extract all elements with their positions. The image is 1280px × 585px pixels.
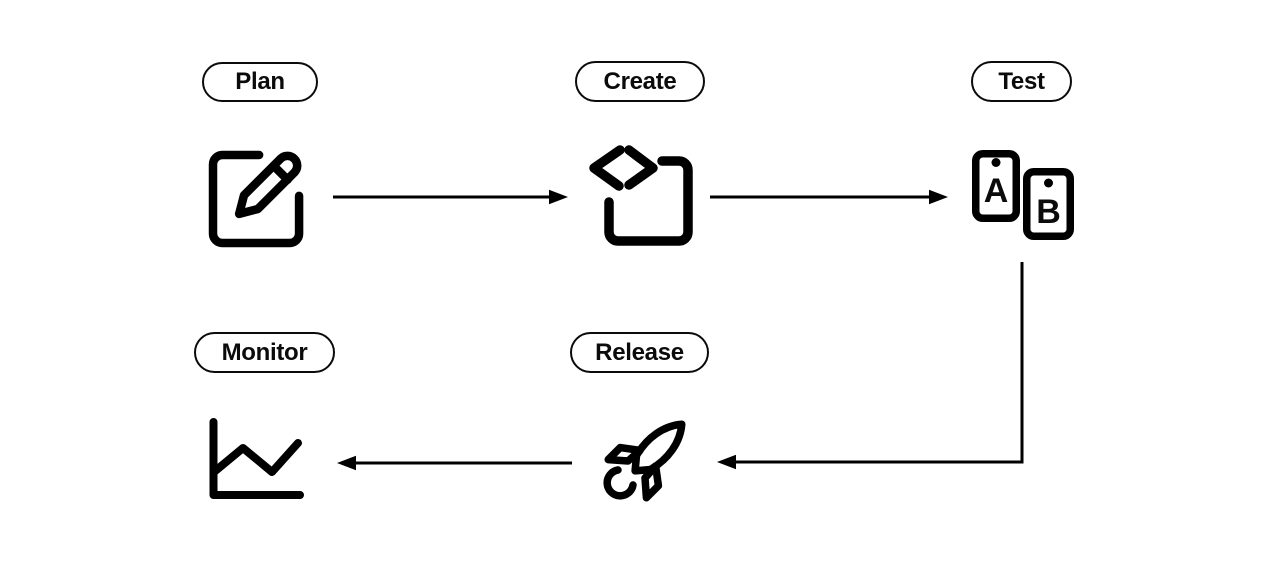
variant-a-label: A <box>984 172 1009 210</box>
rocket-icon <box>603 420 686 502</box>
edit-square-icon <box>208 150 304 248</box>
arrow-create-to-test <box>710 189 948 205</box>
variant-a-dot <box>991 158 1001 167</box>
stage-label-monitor: Monitor <box>194 332 335 373</box>
variant-b-card <box>1023 168 1074 240</box>
ab-test-cards-icon: A B <box>972 150 1074 240</box>
variant-a-card <box>972 150 1020 222</box>
code-square-icon <box>589 145 693 246</box>
stage-label-text: Create <box>603 67 677 95</box>
rocket-exhaust <box>603 466 637 500</box>
line-chart-icon <box>209 418 304 499</box>
stage-label-release: Release <box>570 332 709 373</box>
stage-label-create: Create <box>575 61 705 102</box>
arrow-release-to-monitor <box>337 455 572 471</box>
arrow-test-to-release <box>717 262 1024 470</box>
stage-label-text: Monitor <box>221 338 308 366</box>
stage-label-text: Release <box>595 338 684 366</box>
stage-label-test: Test <box>971 61 1072 102</box>
variant-b-dot <box>1044 178 1053 188</box>
stage-label-plan: Plan <box>202 62 318 102</box>
arrow-plan-to-create <box>333 189 568 205</box>
stage-label-text: Plan <box>235 68 285 95</box>
variant-b-label: B <box>1036 193 1061 231</box>
stage-label-text: Test <box>998 67 1045 95</box>
